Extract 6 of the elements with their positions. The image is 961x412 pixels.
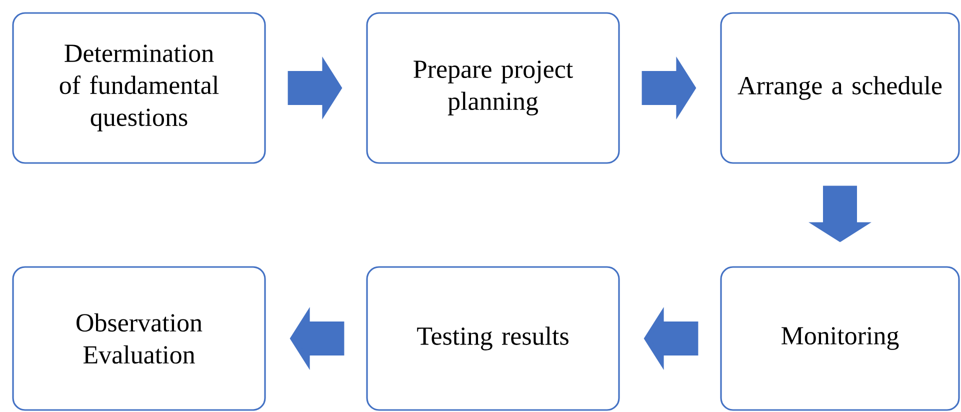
process-box: Monitoring — [720, 266, 960, 411]
process-box: Observation Evaluation — [12, 266, 266, 411]
process-box: Testing results — [366, 266, 620, 411]
process-box: Prepare project planning — [366, 12, 620, 164]
process-box: Arrange a schedule — [720, 12, 960, 164]
process-box: Determination of fundamental questions — [12, 12, 266, 164]
